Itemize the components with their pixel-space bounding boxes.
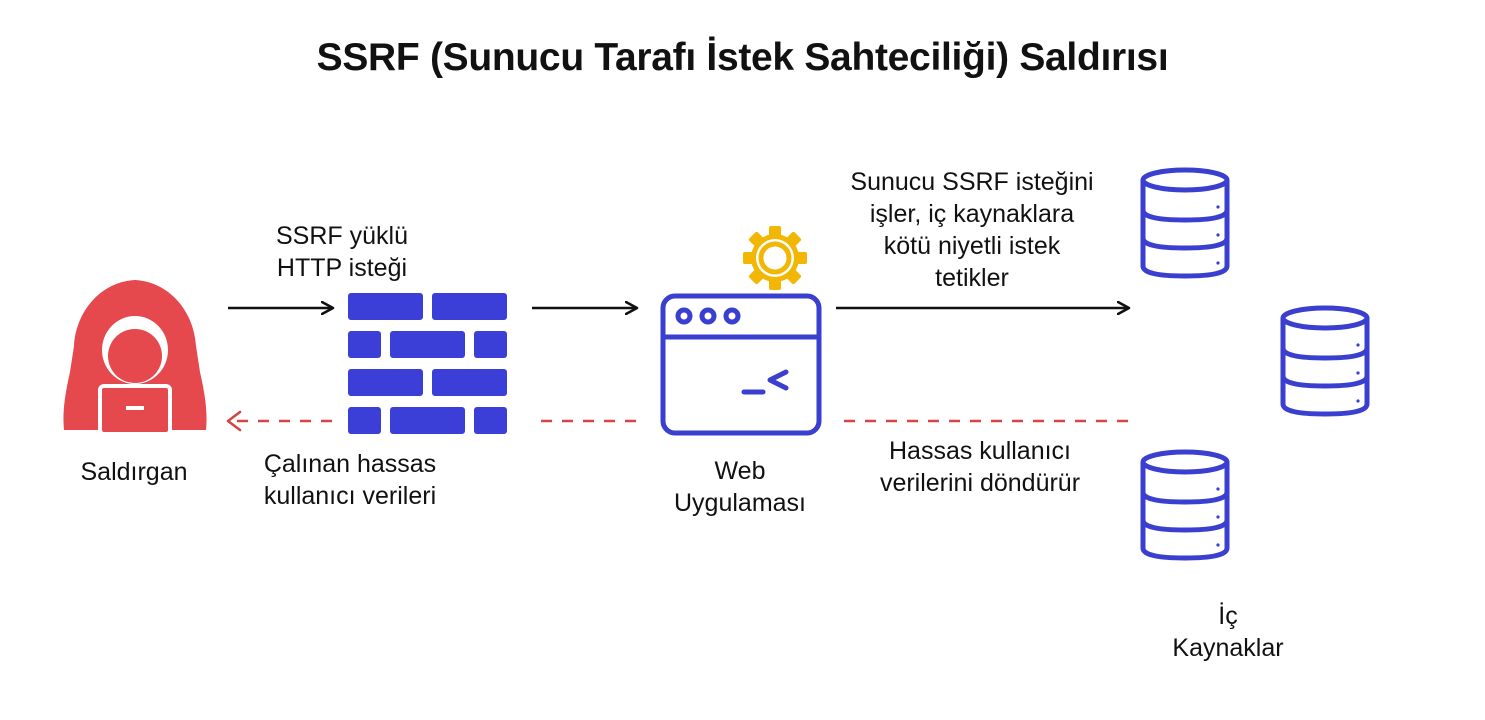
return-data-label: Hassas kullanıcı verilerini döndürür <box>840 435 1120 499</box>
web-app-label: Web Uygulaması <box>640 455 840 519</box>
server-trigger-line4: tetikler <box>935 264 1009 292</box>
server-trigger-line1: Sunucu SSRF isteğini <box>850 168 1094 196</box>
return-data-line2: verilerini döndürür <box>879 469 1081 497</box>
stolen-data-line2: kullanıcı verileri <box>263 482 437 510</box>
server-trigger-line2: işler, iç kaynaklara <box>869 200 1075 228</box>
attacker-label: Saldırgan <box>80 458 188 486</box>
internal-label-line2: Kaynaklar <box>1172 634 1284 662</box>
dashed-arrowhead-to-attacker <box>226 410 242 432</box>
server-trigger-line3: kötü niyetli istek <box>883 232 1061 260</box>
return-data-line1: Hassas kullanıcı <box>888 437 1072 465</box>
web-app-label-line2: Uygulaması <box>674 489 806 517</box>
page-title: SSRF (Sunucu Tarafı İstek Sahteciliği) S… <box>316 36 1169 79</box>
database-icon <box>1280 305 1370 417</box>
ssrf-request-line1: SSRF yüklü <box>276 222 408 250</box>
stolen-data-line1: Çalınan hassas <box>263 450 437 478</box>
ssrf-request-line2: HTTP isteği <box>276 254 408 282</box>
gear-icon <box>743 226 807 290</box>
database-icon <box>1140 167 1230 279</box>
stolen-data-label: Çalınan hassas kullanıcı verileri <box>220 448 480 512</box>
database-icon <box>1140 449 1230 561</box>
hooded-hacker-icon <box>63 280 207 436</box>
brick-firewall-icon <box>348 293 507 434</box>
internal-resources-label: İç Kaynaklar <box>1128 600 1328 664</box>
web-app-label-line1: Web <box>714 457 766 485</box>
ssrf-request-label: SSRF yüklü HTTP isteği <box>232 220 452 284</box>
internal-label-line1: İç <box>1218 602 1238 630</box>
browser-window-terminal-icon <box>660 293 822 436</box>
server-trigger-label: Sunucu SSRF isteğini işler, iç kaynaklar… <box>812 166 1132 294</box>
